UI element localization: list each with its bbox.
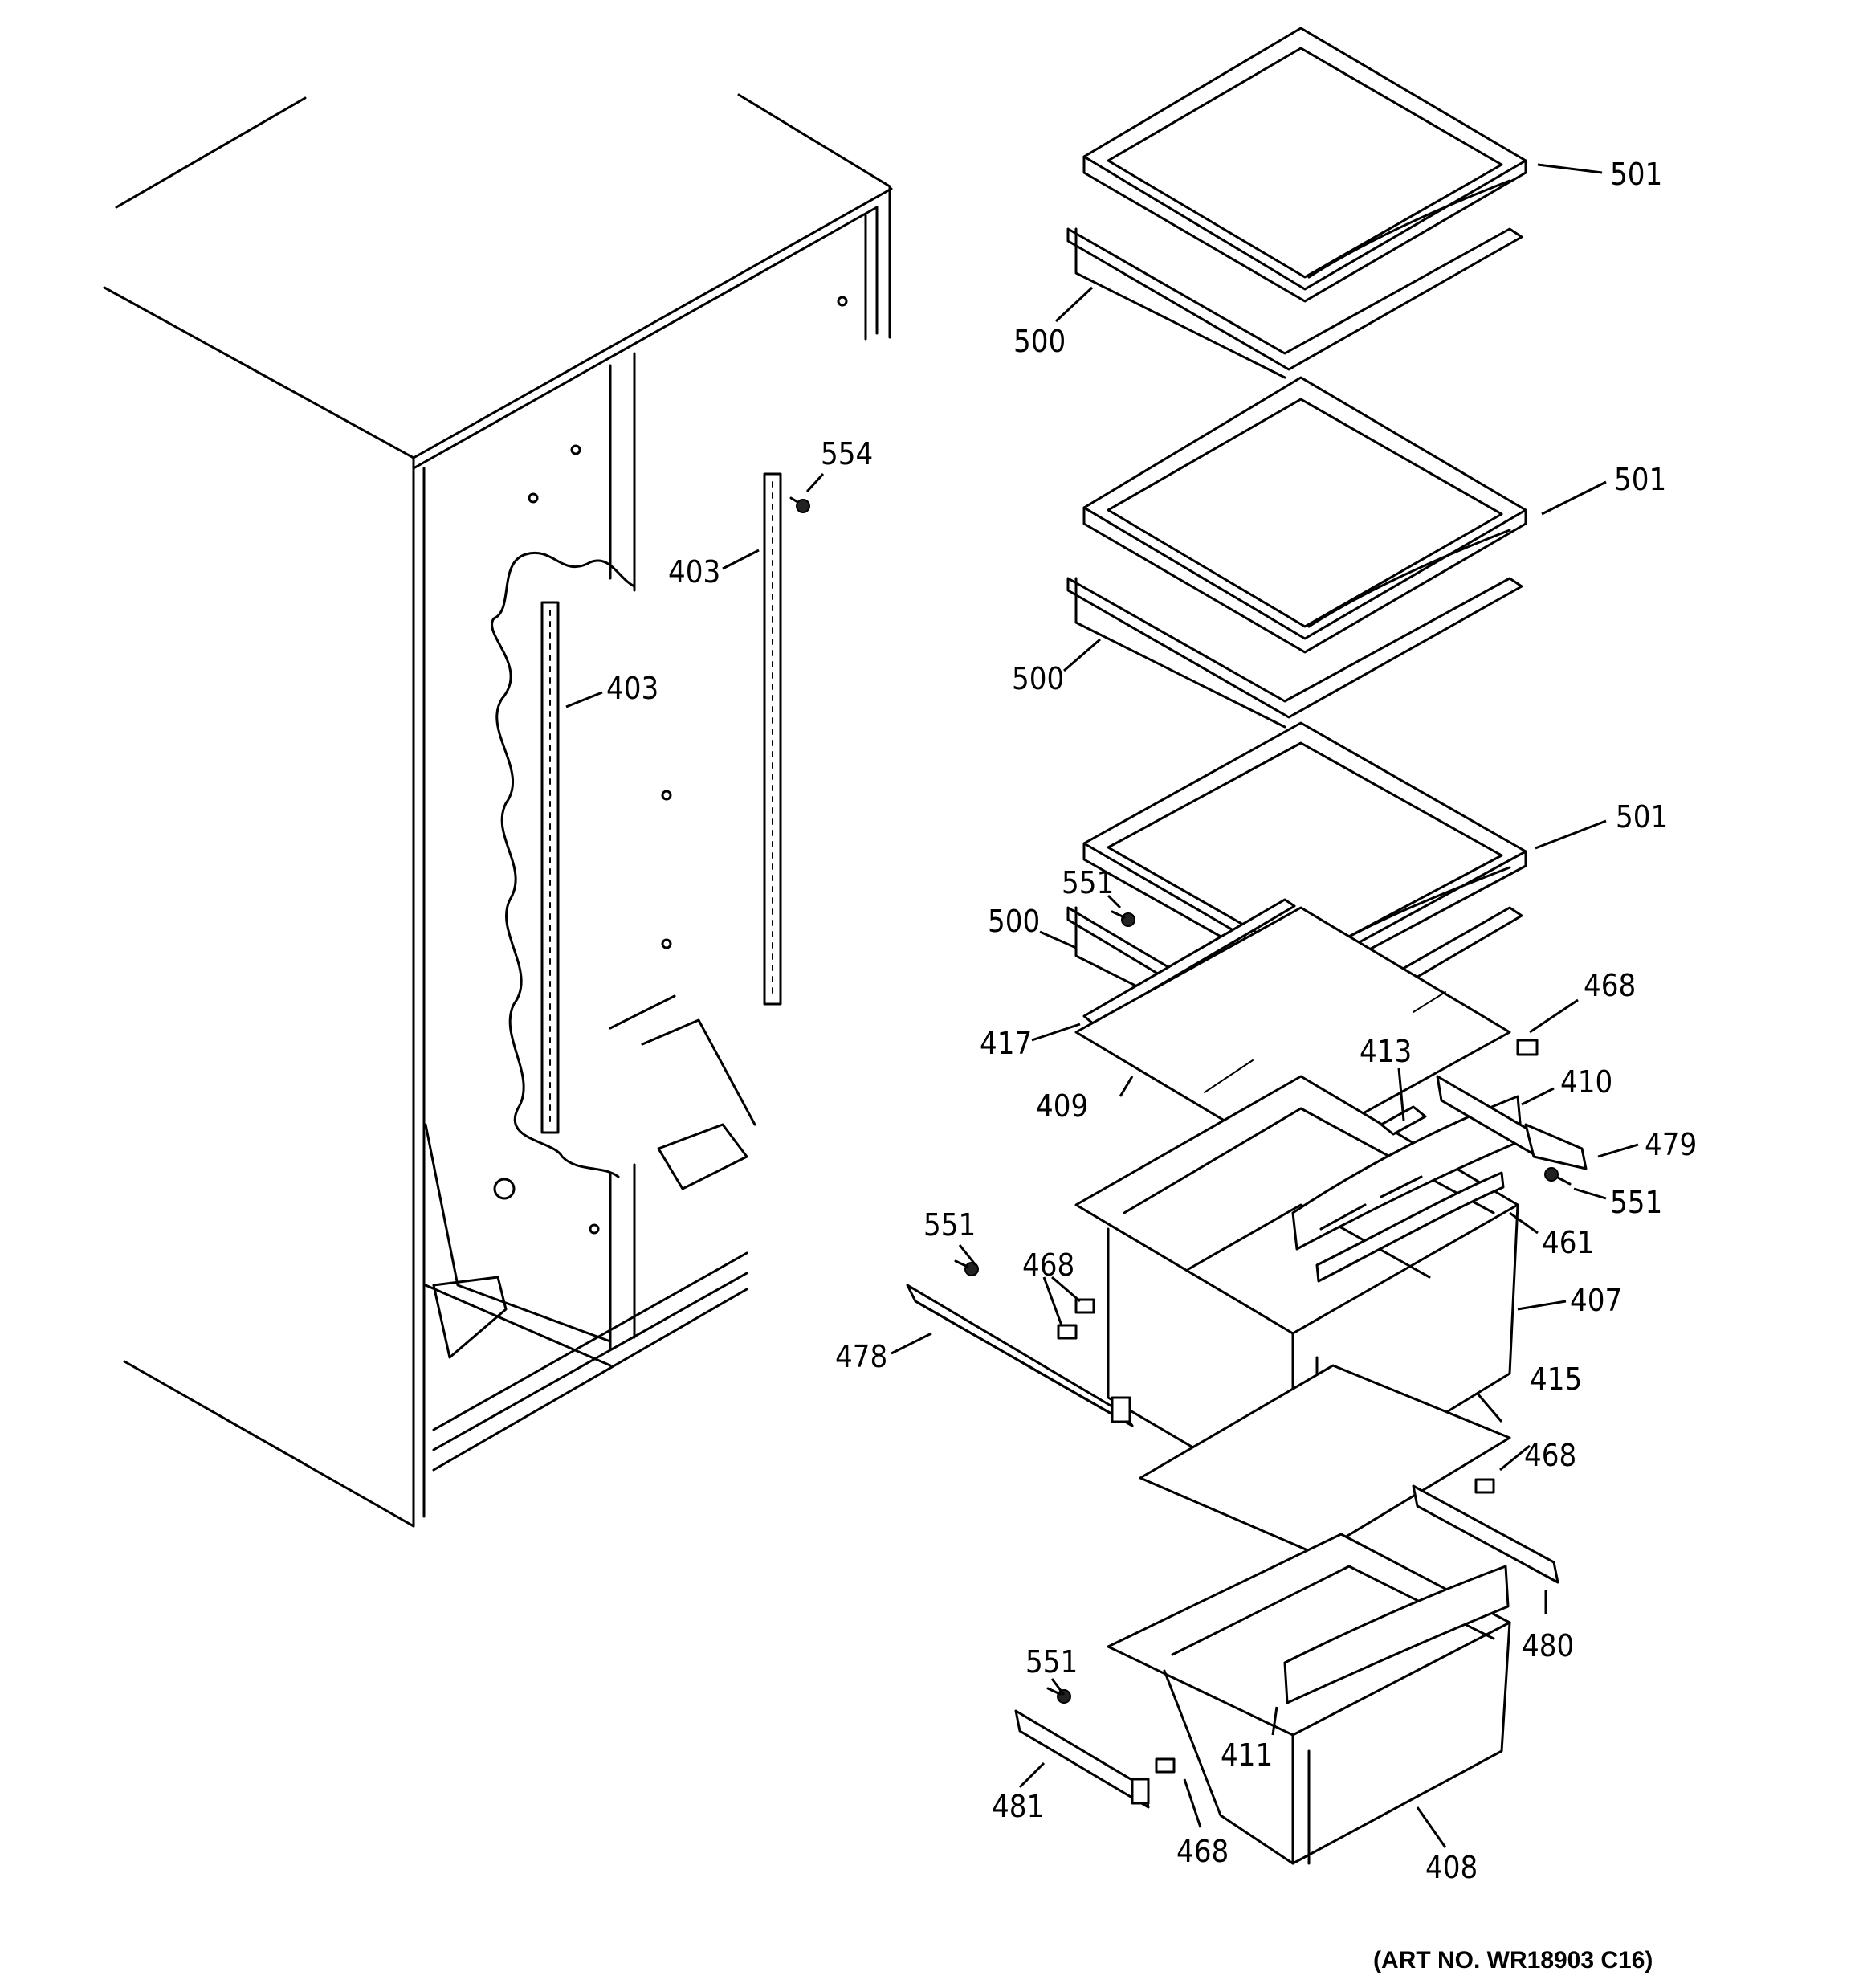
callout-409: 409	[1036, 1088, 1088, 1124]
stop-468-right	[1516, 1039, 1539, 1056]
callout-468-rail-480: 468	[1524, 1438, 1576, 1473]
callout-410: 410	[1560, 1064, 1612, 1100]
callout-551-rail-481: 551	[1025, 1644, 1078, 1680]
screw-551-rail-481	[1046, 1687, 1071, 1704]
callout-479: 479	[1645, 1127, 1697, 1162]
callout-500-shelf-3: 500	[988, 904, 1040, 939]
leader-lines	[565, 163, 1639, 1848]
slide-rail-481	[1014, 1709, 1150, 1809]
callout-501-shelf-3: 501	[1616, 799, 1668, 835]
callout-554: 554	[821, 436, 873, 471]
callout-468-right: 468	[1584, 968, 1636, 1003]
drawer-front-trim-461	[1315, 1171, 1505, 1283]
screw-551-rail-478	[954, 1259, 979, 1276]
callout-551-rail-478: 551	[923, 1207, 976, 1243]
callout-551-shelf: 551	[1062, 865, 1114, 900]
drawer-handle-411	[1283, 1565, 1510, 1704]
slide-rail-479	[1436, 1075, 1588, 1170]
callout-500-shelf-2: 500	[1012, 661, 1064, 696]
shelf-ladder-left	[540, 601, 560, 1134]
slide-rail-480	[1412, 1484, 1559, 1584]
shelf-bracket-2	[1066, 577, 1523, 729]
callout-468-rail-478: 468	[1022, 1247, 1074, 1283]
callout-403-right: 403	[668, 554, 720, 590]
screw-551-shelf	[1111, 910, 1135, 927]
screw-554-part	[789, 496, 810, 513]
callout-468-rail-481: 468	[1176, 1834, 1229, 1869]
callout-415: 415	[1530, 1361, 1582, 1397]
callout-480: 480	[1522, 1628, 1574, 1663]
callout-407: 407	[1570, 1283, 1622, 1318]
callout-408: 408	[1425, 1850, 1478, 1885]
callout-labels: 501 500 501 500 554 403 403 501 551 500 …	[606, 157, 1697, 1885]
shelf-ladder-right	[763, 472, 782, 1006]
callout-501-shelf-1: 501	[1610, 157, 1662, 192]
callout-478: 478	[835, 1339, 887, 1374]
refrigerator-cabinet	[103, 93, 893, 1528]
callout-481: 481	[992, 1789, 1044, 1824]
callout-461: 461	[1542, 1225, 1594, 1260]
slide-rail-478	[906, 1284, 1134, 1427]
shelf-frame-2	[1082, 376, 1527, 654]
cover-rail-417	[1082, 898, 1296, 1026]
callout-551-rail-479: 551	[1610, 1185, 1662, 1220]
callout-411: 411	[1221, 1737, 1273, 1773]
callout-403-left: 403	[606, 671, 658, 706]
pan-drawer-408	[1107, 1533, 1511, 1865]
callout-501-shelf-2: 501	[1614, 462, 1666, 497]
stop-468-rail-481	[1155, 1757, 1176, 1774]
pan-cover-glass-409	[1074, 906, 1511, 1158]
stop-468-rail-478	[1057, 1298, 1095, 1340]
stop-468-rail-480	[1474, 1478, 1495, 1494]
shelf-bracket-1	[1066, 227, 1523, 379]
screw-551-rail-479	[1544, 1167, 1572, 1186]
callout-500-shelf-1: 500	[1013, 324, 1066, 359]
shelf-frame-1	[1082, 27, 1527, 303]
art-number: (ART NO. WR18903 C16)	[1373, 1947, 1653, 1974]
callout-417: 417	[980, 1026, 1032, 1061]
callout-413: 413	[1360, 1034, 1412, 1069]
pan-cover-415	[1139, 1364, 1511, 1556]
